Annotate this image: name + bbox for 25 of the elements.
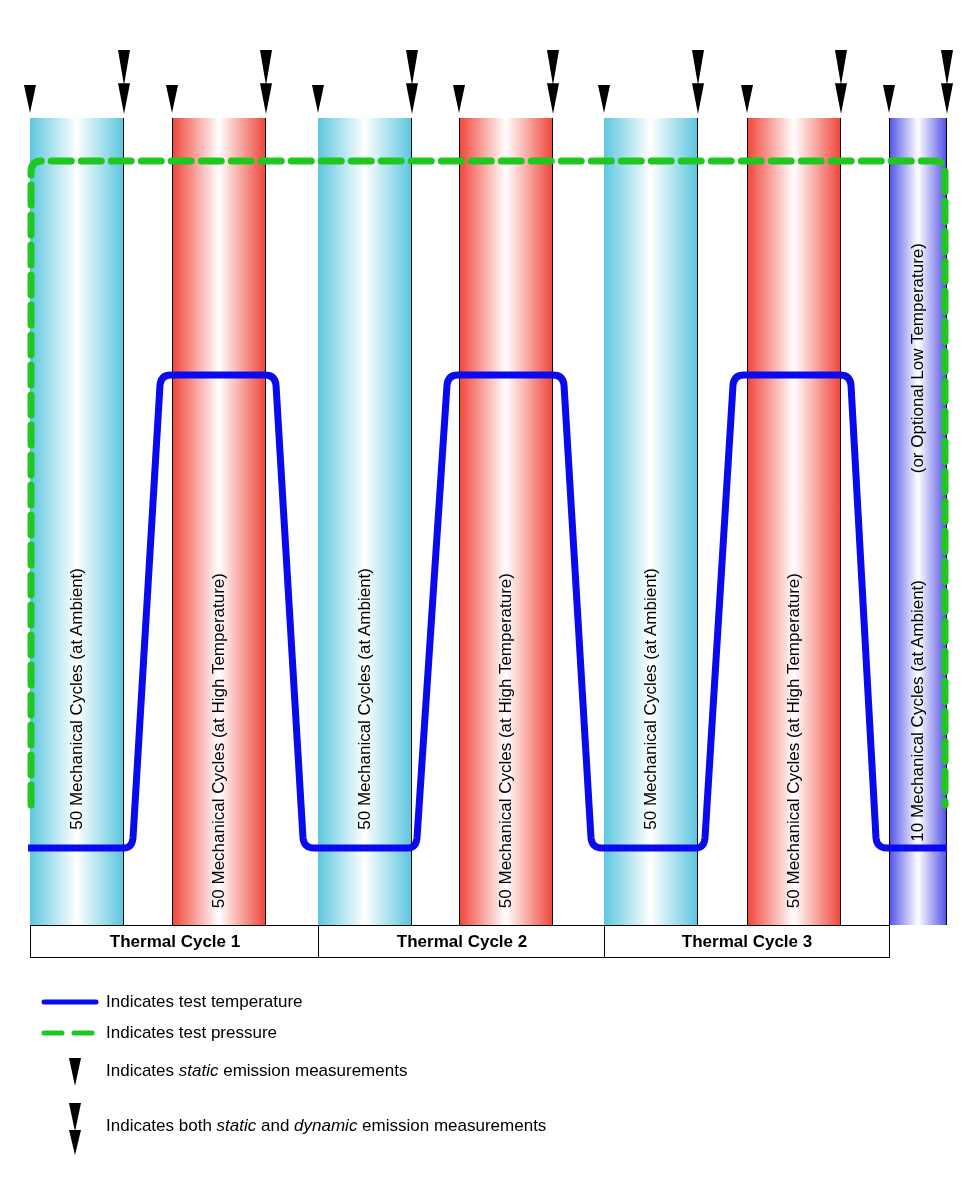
bar-label: 50 Mechanical Cycles (at Ambient) (354, 568, 375, 830)
thermal-cycle-label: Thermal Cycle 3 (681, 931, 813, 952)
cycle-bar (459, 118, 553, 925)
legend-text: Indicates test temperature (106, 992, 303, 1012)
bar-label: 50 Mechanical Cycles (at High Temperature) (209, 572, 229, 908)
cycle-bar (889, 118, 947, 925)
cycle-bar (172, 118, 266, 925)
bar-label: 10 Mechanical Cycles (at Ambient) (908, 580, 928, 842)
thermal-cycle-box (318, 925, 606, 958)
bar-label: 50 Mechanical Cycles (at Ambient) (66, 568, 87, 830)
cycle-bar (747, 118, 841, 925)
bar-label: 50 Mechanical Cycles (at Ambient) (640, 568, 661, 830)
thermal-cycle-box (604, 925, 890, 958)
legend-text: Indicates both static and dynamic emission measurements (106, 1116, 547, 1136)
thermal-cycle-box (30, 925, 320, 958)
legend-text: Indicates static emission measurements (106, 1061, 408, 1081)
thermal-cycle-label: Thermal Cycle 1 (109, 931, 241, 952)
bar-label: 50 Mechanical Cycles (at High Temperature) (496, 572, 516, 908)
bar-label: (or Optional Low Temperature) (908, 242, 928, 473)
legend-text: Indicates test pressure (106, 1023, 278, 1043)
cycle-bar (318, 118, 412, 925)
thermal-cycle-label: Thermal Cycle 2 (396, 931, 528, 952)
cycle-bar (30, 118, 124, 925)
bar-label: 50 Mechanical Cycles (at High Temperature) (784, 572, 804, 908)
cycle-bar (604, 118, 698, 925)
